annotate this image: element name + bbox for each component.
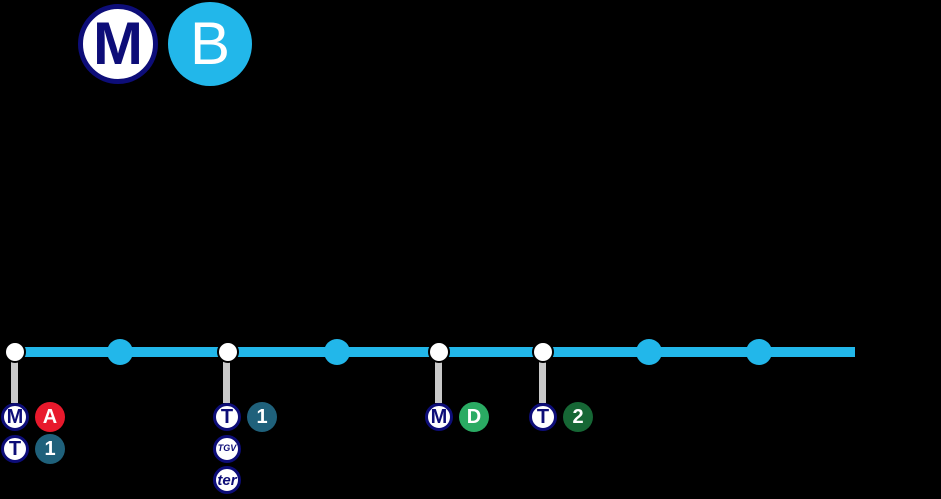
metro-logo-letter: M xyxy=(93,10,143,77)
line-b-logo: B xyxy=(168,2,252,86)
station-badges-row: ter xyxy=(213,465,241,495)
tram-badge: T xyxy=(213,403,241,431)
metro-network-logo: M xyxy=(78,4,158,84)
metro-badge: M xyxy=(1,403,29,431)
metro-line-a-badge: A xyxy=(35,402,65,432)
tgv-badge: TGV xyxy=(213,434,241,463)
station-dot xyxy=(532,341,554,363)
station-dot xyxy=(428,341,450,363)
intermediate-stop-dot xyxy=(636,339,662,365)
tram-line-2-badge: 2 xyxy=(563,402,593,432)
metro-line-d-badge-label: D xyxy=(466,406,482,428)
metro-badge: M xyxy=(425,403,453,431)
tram-badge-label: T xyxy=(220,406,234,428)
tram-badge: T xyxy=(529,403,557,431)
station-connector xyxy=(539,356,546,403)
tram-line-1-badge-label: 1 xyxy=(44,437,56,460)
metro-badge-label: M xyxy=(6,406,24,428)
ter-badge: ter xyxy=(213,466,241,494)
ter-badge-label: ter xyxy=(217,471,237,489)
line-b-logo-letter: B xyxy=(189,10,231,77)
metro-line-d-badge: D xyxy=(459,402,489,432)
tram-line-1-badge-label: 1 xyxy=(256,406,268,428)
station-connector xyxy=(435,356,442,403)
tram-badge: T xyxy=(1,434,29,463)
tram-line-1-badge: 1 xyxy=(35,433,65,464)
intermediate-stop-dot xyxy=(107,339,133,365)
tram-badge-label: T xyxy=(8,437,22,460)
station-badges-row: TGV xyxy=(213,434,241,464)
station-dot xyxy=(217,341,239,363)
tram-badge-label: T xyxy=(536,406,550,428)
station-connector xyxy=(223,356,230,403)
intermediate-stop-dot xyxy=(324,339,350,365)
station-dot xyxy=(4,341,26,363)
tram-line-1-badge: 1 xyxy=(247,402,277,432)
metro-badge-label: M xyxy=(430,406,448,428)
tgv-badge-label: TGV xyxy=(217,443,237,453)
tram-line-2-badge-label: 2 xyxy=(572,406,584,428)
intermediate-stop-dot xyxy=(746,339,772,365)
metro-line-a-badge-label: A xyxy=(42,406,58,428)
station-connector xyxy=(11,356,18,403)
